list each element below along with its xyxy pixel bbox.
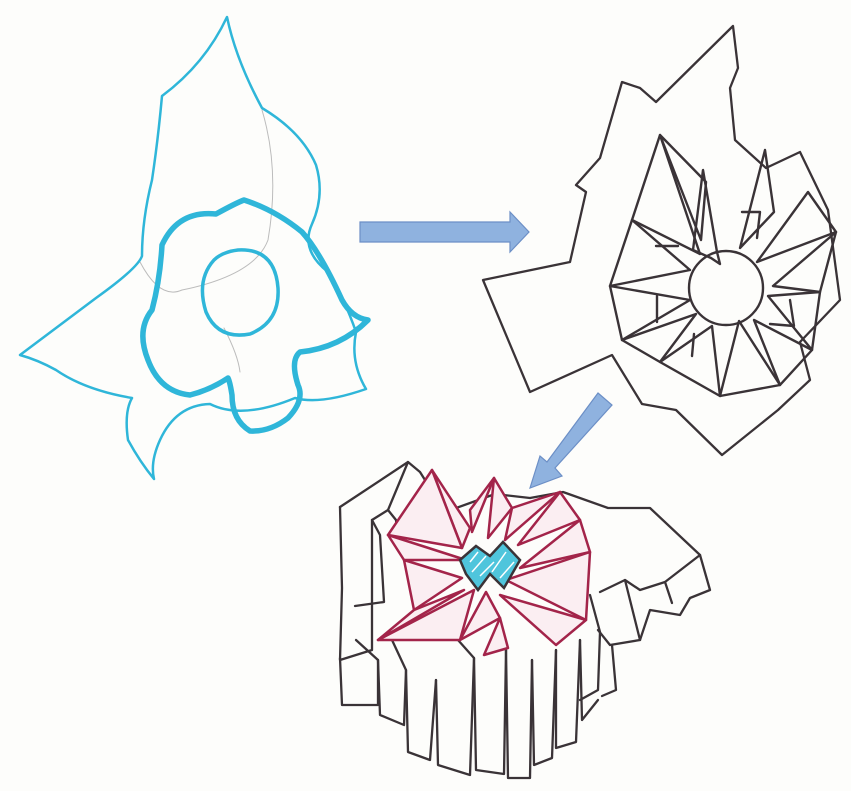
pinwheel-blade [632, 135, 700, 254]
pinwheel-blade [622, 314, 696, 362]
pinwheel-blade [660, 135, 706, 240]
column [436, 640, 474, 775]
pinwheel-blade [610, 286, 690, 340]
column [406, 670, 436, 760]
left-block-edge [355, 520, 384, 606]
column [532, 650, 556, 765]
stage-3-3d-model [340, 462, 710, 778]
slab-front-face [598, 555, 710, 645]
pinwheel-blade [773, 232, 836, 292]
column [580, 640, 598, 720]
center-circle [202, 250, 278, 335]
arrow-down-left-shape [530, 393, 612, 488]
arrow-right-shape [360, 212, 529, 252]
column [378, 640, 406, 725]
column [474, 650, 506, 774]
column [506, 650, 532, 778]
arrow-down-left-icon [530, 393, 612, 488]
stage-1-flower-sketch [20, 17, 368, 479]
arrow-right-icon [360, 212, 529, 252]
slab-edge [665, 582, 672, 603]
right-block [602, 645, 616, 696]
pinwheel-blade [720, 321, 780, 396]
column [556, 640, 580, 748]
pinwheel-blade [660, 326, 720, 396]
outer-polygon-outline [483, 26, 840, 455]
petal-ring-outline [143, 200, 368, 431]
stage-2-abstract-outline [483, 26, 840, 455]
pinwheel-connector [692, 334, 694, 356]
center-circle [689, 251, 763, 325]
pinwheel [610, 135, 836, 396]
